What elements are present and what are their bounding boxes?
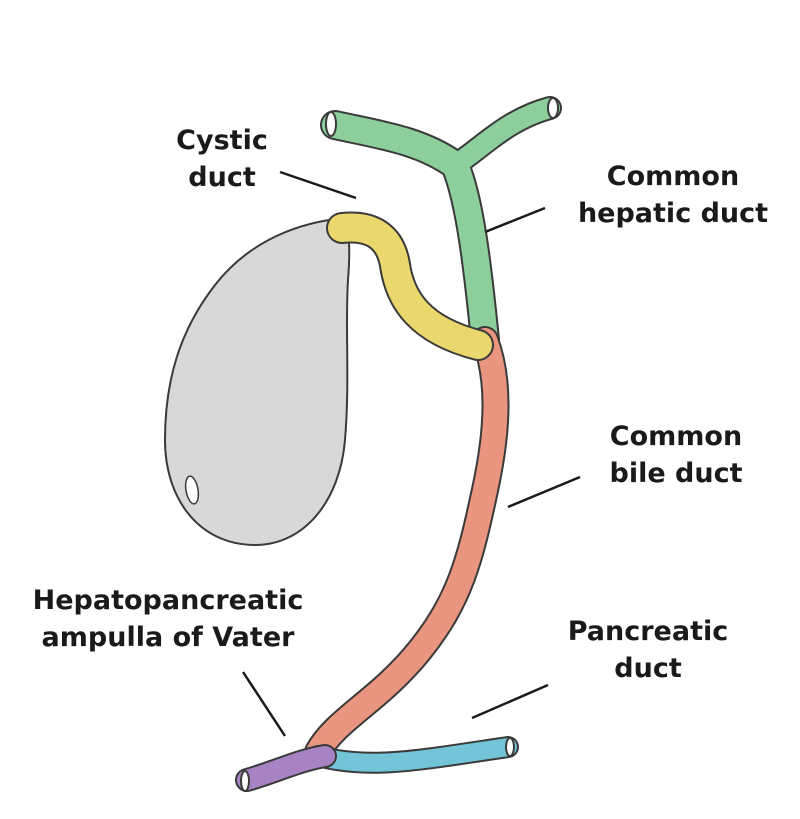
label-cystic-duct: Cystic duct <box>176 122 268 196</box>
label-line: bile duct <box>609 458 743 489</box>
common-bile-duct <box>304 326 510 766</box>
label-line: duct <box>188 162 256 193</box>
cystic-duct <box>326 211 494 361</box>
leader-hepatic <box>484 206 546 234</box>
label-line: hepatic duct <box>577 198 769 229</box>
label-common-bile-duct: Common bile duct <box>609 418 742 492</box>
leader-bile <box>507 475 581 509</box>
leader-pancreatic <box>471 683 549 720</box>
label-line: ampulla of Vater <box>41 622 295 653</box>
label-line: Cystic <box>176 125 268 156</box>
label-line: Hepatopancreatic <box>32 585 304 616</box>
ampulla-of-vater <box>235 744 337 792</box>
label-common-hepatic-duct: Common hepatic duct <box>578 158 768 232</box>
gallbladder <box>163 216 351 547</box>
label-pancreatic-duct: Pancreatic duct <box>568 613 729 687</box>
leader-cystic <box>279 170 357 200</box>
label-ampulla-of-vater: Hepatopancreatic ampulla of Vater <box>33 582 304 656</box>
common-hepatic-duct <box>320 96 562 355</box>
gallbladder-highlight <box>184 475 200 505</box>
label-line: Common <box>606 161 740 192</box>
pancreatic-duct <box>307 736 519 774</box>
label-line: Pancreatic <box>567 616 729 647</box>
leader-ampulla <box>241 671 287 737</box>
leader-lines <box>241 170 581 737</box>
label-line: Common <box>609 421 743 452</box>
label-line: duct <box>614 653 682 684</box>
